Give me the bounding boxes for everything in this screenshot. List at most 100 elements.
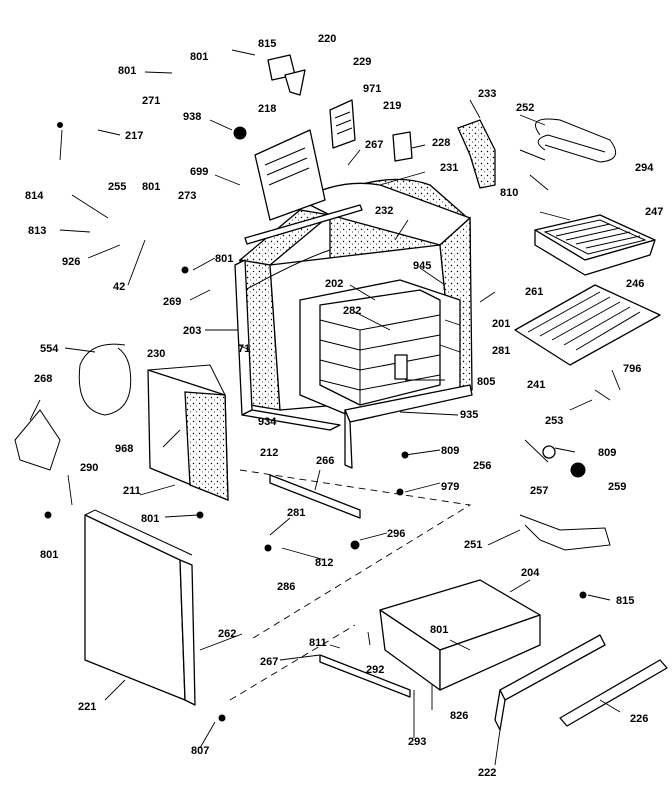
callout-809-a: 809 — [441, 445, 459, 457]
callout-801-c: 801 — [142, 181, 160, 193]
callout-801-f: 801 — [40, 549, 58, 561]
callout-801-g: 801 — [430, 624, 448, 636]
callout-221: 221 — [78, 701, 96, 713]
callout-247: 247 — [645, 206, 663, 218]
kickplate — [559, 659, 668, 727]
latch-251 — [519, 514, 611, 551]
callout-257: 257 — [530, 485, 548, 497]
bracket-233 — [457, 119, 496, 189]
callout-220: 220 — [318, 33, 336, 45]
plate-228 — [392, 131, 413, 162]
callout-268: 268 — [34, 373, 52, 385]
callout-811: 811 — [309, 637, 327, 649]
callout-219: 219 — [383, 100, 401, 112]
callout-699: 699 — [190, 166, 208, 178]
callout-286: 286 — [277, 581, 295, 593]
callout-801-e: 801 — [141, 513, 159, 525]
top-rail — [244, 204, 363, 245]
callout-261-a: 261 — [525, 286, 543, 298]
callout-810: 810 — [500, 187, 518, 199]
callout-267-a: 267 — [365, 139, 383, 151]
callout-203: 203 — [183, 325, 201, 337]
callout-971: 971 — [363, 83, 381, 95]
callout-218: 218 — [258, 103, 276, 115]
callout-826: 826 — [450, 710, 468, 722]
callout-labels: 815 220 801 229 271 971 219 218 938 217 … — [25, 33, 663, 779]
fasteners — [44, 122, 587, 722]
callout-812: 812 — [315, 557, 333, 569]
callout-231: 231 — [440, 162, 458, 174]
drawer-rail — [319, 654, 411, 698]
callout-815-a: 815 — [258, 38, 276, 50]
front-frame — [234, 259, 341, 431]
callout-259: 259 — [608, 481, 626, 493]
callout-230: 230 — [147, 348, 165, 360]
callout-807: 807 — [191, 745, 209, 757]
callout-42: 42 — [113, 281, 125, 293]
callout-246: 246 — [626, 278, 644, 290]
callout-255: 255 — [108, 181, 126, 193]
callout-201: 201 — [492, 318, 510, 330]
callout-266: 266 — [316, 455, 334, 467]
callout-281: 281 — [287, 507, 305, 519]
callout-202: 202 — [325, 278, 343, 290]
side-panel-230 — [147, 364, 229, 501]
callout-801-d: 801 — [215, 253, 233, 265]
bake-element — [519, 118, 617, 163]
callout-229: 229 — [353, 56, 371, 68]
callout-211: 211 — [123, 485, 141, 497]
callout-262: 262 — [218, 628, 236, 640]
callout-290: 290 — [80, 462, 98, 474]
callout-273: 273 — [178, 190, 196, 202]
callout-217: 217 — [125, 130, 143, 142]
callout-232: 232 — [375, 205, 393, 217]
power-cord — [78, 343, 132, 416]
callout-801-a: 801 — [190, 51, 208, 63]
callout-228: 228 — [432, 137, 450, 149]
callout-814: 814 — [25, 190, 44, 202]
callout-938: 938 — [183, 111, 201, 123]
callout-809-b: 809 — [598, 447, 616, 459]
callout-554: 554 — [40, 343, 59, 355]
vent-parts — [267, 54, 356, 149]
callout-269: 269 — [163, 296, 181, 308]
callout-801-b: 801 — [118, 65, 136, 77]
callout-241: 241 — [527, 379, 545, 391]
glide-266 — [269, 474, 361, 519]
callout-294: 294 — [635, 162, 654, 174]
callout-292: 292 — [366, 664, 384, 676]
broil-pan — [534, 214, 656, 276]
callout-979: 979 — [441, 481, 459, 493]
door-panel — [84, 509, 196, 706]
leader-lines — [29, 49, 621, 766]
oven-rack — [514, 284, 661, 366]
callout-296: 296 — [387, 528, 405, 540]
callout-234: 934 — [258, 416, 277, 428]
callout-222: 222 — [478, 767, 496, 779]
callout-968: 968 — [115, 443, 133, 455]
callout-267-b: 267 — [260, 656, 278, 668]
callout-945: 945 — [413, 260, 431, 272]
callout-251: 251 — [464, 539, 482, 551]
callout-282: 282 — [343, 305, 361, 317]
callout-253: 253 — [545, 415, 563, 427]
callout-796: 796 — [623, 363, 641, 375]
callout-204: 204 — [521, 567, 540, 579]
callout-71: 71 — [238, 343, 250, 355]
callout-256: 256 — [473, 460, 491, 472]
callout-815-b: 815 — [616, 595, 634, 607]
callout-233: 233 — [478, 88, 496, 100]
rear-panel — [254, 129, 326, 221]
callout-271: 271 — [142, 95, 160, 107]
storage-drawer — [379, 579, 541, 691]
alignment-line-2 — [229, 624, 356, 701]
wire-harness — [14, 409, 61, 471]
oven-frame — [344, 384, 473, 469]
drawer-front-face — [494, 689, 506, 731]
callout-291: 281 — [492, 345, 510, 357]
callout-252: 252 — [516, 102, 534, 114]
callout-926: 926 — [62, 256, 80, 268]
callout-226: 226 — [630, 713, 648, 725]
callout-293: 293 — [408, 736, 426, 748]
